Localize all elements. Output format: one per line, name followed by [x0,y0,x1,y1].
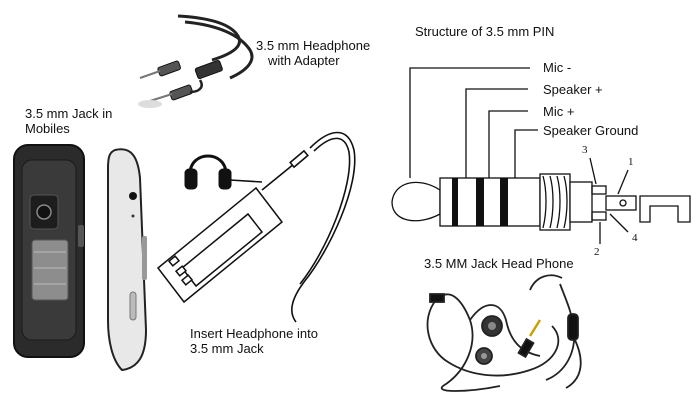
headphone-icon [184,154,232,190]
insert-headphone-caption: Insert Headphone into 3.5 mm Jack [190,326,318,356]
headphone-adapter-caption: 3.5 mm Headphone with Adapter [256,38,370,68]
contact-number-3: 3 [582,144,588,156]
smartphone-back-icon [13,144,85,358]
headphone-adapter-caption-line2: with Adapter [268,53,340,68]
audio-cable-icon [138,14,254,108]
jack-in-mobiles-caption-line1: 3.5 mm Jack in [25,106,113,121]
structure-title: Structure of 3.5 mm PIN [415,24,555,39]
insert-headphone-caption-line1: Insert Headphone into [190,326,318,341]
jack-in-mobiles-caption-line2: Mobiles [25,121,70,136]
headphone-cable-icon [261,131,356,323]
headphone-adapter-caption-line1: 3.5 mm Headphone [256,38,371,53]
contact-number-1: 1 [628,156,634,168]
earphones-icon [426,274,582,392]
jack-in-mobiles-caption: 3.5 mm Jack in Mobiles [25,106,112,136]
pin-label-mic-positive: Mic + [543,104,575,119]
contact-number-4: 4 [632,232,638,244]
jack-head-phone-caption: 3.5 MM Jack Head Phone [424,256,574,271]
pin-label-speaker-ground: Speaker Ground [543,123,639,138]
contact-number-2: 2 [594,246,600,258]
smartphone-outline-icon [156,186,284,304]
smartphone-side-icon [107,148,148,372]
insert-headphone-caption-line2: 3.5 mm Jack [190,341,264,356]
trrs-plug-icon [391,67,691,244]
pointer-line [229,179,263,183]
pin-label-speaker-positive: Speaker + [543,82,603,97]
pin-label-mic-negative: Mic - [543,60,572,75]
